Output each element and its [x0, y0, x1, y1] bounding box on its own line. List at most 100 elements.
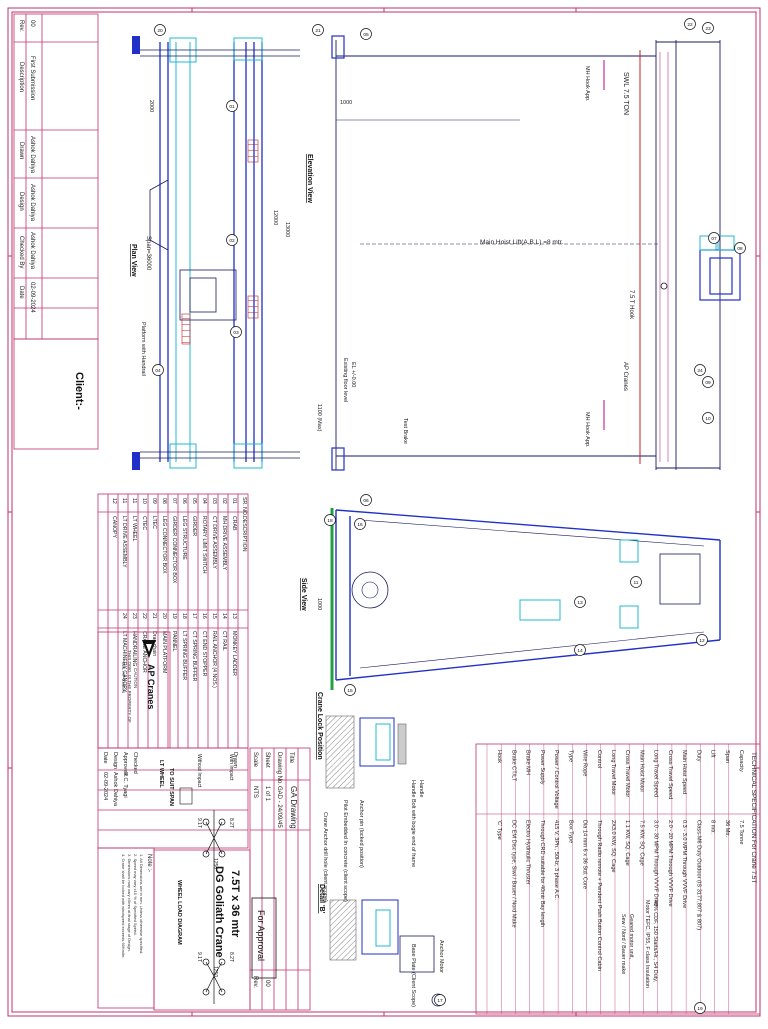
parts-item-desc: CT DRIVE ASSEMBLY — [211, 516, 217, 569]
spec-label: Cross Travel Speed — [667, 750, 673, 799]
signoff-date-label: Date — [102, 752, 108, 764]
parts-item-no: 13 — [231, 613, 237, 619]
revision-table — [13, 13, 99, 340]
desc-header: Description — [18, 62, 24, 92]
detail-b: Detail 'B' Anchor Motor Base Plate (Clie… — [318, 884, 445, 1007]
parts-item-no: 17 — [191, 613, 197, 619]
spec-value: 'C' Type — [496, 820, 502, 840]
test-brake-label: Test Brake — [402, 418, 408, 444]
parts-item-no: 21 — [151, 613, 157, 619]
spec-table-frame — [475, 743, 761, 1015]
parts-item-desc: CT END STOPPER — [201, 631, 207, 677]
parts-item-no: 02 — [221, 498, 227, 504]
parts-item-desc: GIRDER CONNECTOR BOX — [171, 516, 177, 584]
item-balloon: 21 — [312, 24, 324, 36]
item-balloon: 23 — [702, 22, 714, 34]
design-header: Design — [18, 192, 24, 211]
item-balloon-number: 08 — [737, 246, 743, 252]
spec-value: 7.5 Tonne — [738, 820, 744, 844]
parts-item-desc: GIRDER — [191, 516, 197, 536]
item-balloon-number: 24 — [697, 368, 703, 374]
ap-cranes-label: AP Cranes — [622, 362, 628, 391]
parts-item-desc: LTEC — [151, 516, 157, 529]
item-balloon: 22 — [684, 18, 696, 30]
parts-item-desc: ROTARY LIMIT SWITCH — [201, 516, 207, 574]
parts-item-no: 20 — [161, 613, 167, 619]
item-balloon-number: 16 — [357, 522, 363, 528]
lt-wheel-label: LT WHEEL — [158, 760, 164, 788]
spec-label: Control — [596, 750, 602, 768]
signoff-date: 02-09-2024 — [102, 772, 108, 800]
item-balloon-number: 05 — [363, 32, 369, 38]
parts-item-desc: HANDRAILING — [131, 631, 137, 666]
item-balloon: 04 — [152, 364, 164, 376]
date-header: Date — [18, 286, 24, 299]
drawn-header: Drawn — [18, 142, 24, 159]
item-balloon: 17 — [434, 994, 446, 1006]
parts-item-desc: LT SPRING BUFFER — [181, 631, 187, 680]
scale-value: NTS — [252, 786, 258, 798]
item-balloon-number: 15 — [347, 688, 353, 694]
spec-value: 1.1 KW, SQ. Cage — [624, 820, 630, 866]
sheet-value: 1 of 1 — [264, 786, 270, 802]
client-label: Client:- — [73, 372, 85, 410]
parts-item-desc: RAIL ANCHOR (4 NOS.) — [211, 631, 217, 688]
item-balloon-number: 17 — [437, 998, 443, 1004]
parts-item-no: 09 — [151, 498, 157, 504]
side-dim-1000: 1000 — [316, 598, 322, 610]
signoff-drawn-label: Drawn — [232, 752, 238, 768]
motor-note-4: Sew / Nord / Bauer make — [620, 914, 626, 974]
crane-anchor-label: Crane Anchor drill hole (client scope) — [322, 812, 328, 902]
item-balloon: 05 — [360, 28, 372, 40]
anchor-pin-label: Anchor pin (locked position) — [358, 800, 364, 868]
spec-value: 3.0 - 30 MPM Through VVVF Drive — [653, 820, 659, 907]
spec-label: Brake MH — [525, 750, 531, 775]
signoff-block — [97, 747, 249, 849]
plan-dim-3000: 12000 — [272, 210, 278, 225]
title-line-1: 7.5T x 36 mtr — [229, 870, 241, 938]
parts-item-desc: MAIN PLATFORM — [161, 631, 167, 673]
parts-item-no: 14 — [221, 613, 227, 619]
base-plate-label: Base Plate (Client Scope) — [410, 944, 416, 1007]
parts-list-table — [97, 493, 249, 749]
drawing-no-label: Drawing No. — [276, 752, 282, 785]
parts-item-no: 10 — [141, 498, 147, 504]
item-balloon-number: 09 — [705, 380, 711, 386]
parts-item-no: 16 — [201, 613, 207, 619]
drawn-cell: Ashok Dahiya — [29, 136, 35, 174]
wheel-load-1: 9.1T — [196, 818, 202, 828]
note-2: 2. Speed may vary ±10 % of Specified Spe… — [133, 854, 138, 936]
rev-cell: 00 — [29, 20, 35, 27]
item-balloon: 24 — [694, 364, 706, 376]
handle-bolt-label: Handle Bolt with bogie end of frame — [410, 780, 416, 867]
item-balloon: 03 — [230, 326, 242, 338]
rev-header: Rev. — [18, 20, 24, 32]
spec-label: Capacity — [738, 750, 744, 772]
spec-label: Power Supply — [539, 750, 545, 785]
property-line-2: M/s. AP Cranes — [121, 662, 126, 694]
motor-note-3: Geared motor unit, — [628, 914, 634, 959]
signoff-approved-label: Approved — [122, 752, 128, 776]
item-balloon-number: 14 — [577, 648, 583, 654]
desc-cell: First Submission — [29, 56, 35, 100]
wheel-dim-1250a: 1250 — [212, 858, 218, 869]
item-balloon: 13 — [574, 596, 586, 608]
elevation-view-label: Elevation View — [306, 154, 313, 203]
item-balloon: 08 — [734, 242, 746, 254]
spec-value: Dia 14 mm 6 x 36 Std. Core — [582, 820, 588, 889]
floor-level-label: Existing floor level — [342, 358, 348, 402]
item-balloon: 01 — [226, 100, 238, 112]
spec-label: Lift — [710, 750, 716, 758]
parts-header-no: SR. NO. — [241, 497, 247, 516]
elev-dim-13000: 13000 — [284, 222, 290, 237]
item-balloon-number: 06 — [363, 498, 369, 504]
parts-item-desc: CTEC — [141, 516, 147, 530]
parts-item-desc: LT WHEEL — [131, 516, 137, 542]
parts-item-no: 05 — [191, 498, 197, 504]
item-balloon-number: 12 — [699, 638, 705, 644]
item-balloon: 09 — [702, 376, 714, 388]
spec-label: Long Travel Motor — [610, 750, 616, 795]
signoff-design-label: Design — [112, 752, 118, 769]
for-approval-text: For Approval — [256, 910, 266, 961]
